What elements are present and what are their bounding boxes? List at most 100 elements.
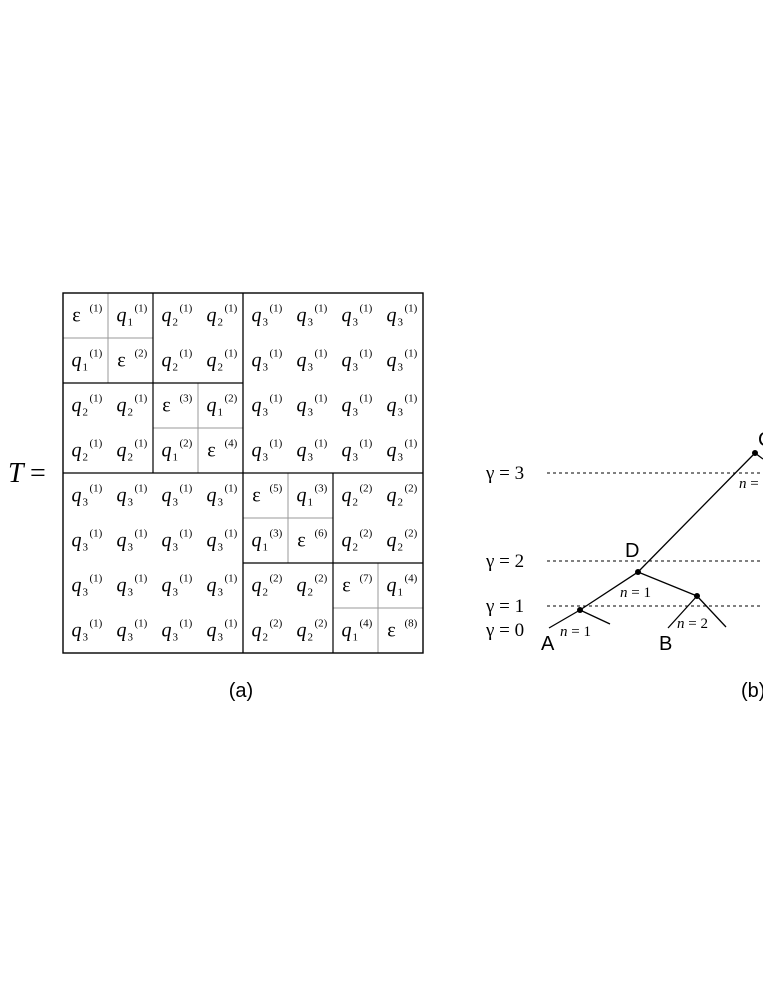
cell-symbol: q <box>117 305 127 327</box>
cell-superscript: (2) <box>270 618 283 630</box>
q-cell: q(1)3 <box>117 528 148 554</box>
q-cell: q(1)3 <box>387 348 418 374</box>
node-b-label: B <box>659 633 672 655</box>
cell-symbol: q <box>72 440 82 462</box>
cell-superscript: (2) <box>270 573 283 585</box>
cell-superscript: (1) <box>90 618 103 630</box>
cell-superscript: (1) <box>405 393 418 405</box>
cell-subscript: 3 <box>128 497 134 509</box>
q-cell: q (1)3 <box>387 393 418 419</box>
cell-symbol: q <box>297 395 307 417</box>
q-cell: q(2)2 <box>297 618 328 644</box>
caption-a: (a) <box>229 680 253 702</box>
cell-superscript: (1) <box>135 573 148 585</box>
cell-superscript: (1) <box>135 528 148 540</box>
cell-subscript: 2 <box>218 317 224 329</box>
cell-superscript: (6) <box>315 528 328 540</box>
q-cell: q(1)1 <box>72 348 103 374</box>
cell-superscript: (1) <box>90 483 103 495</box>
gamma-3-label: γ = 3 <box>485 463 524 484</box>
cell-subscript: 2 <box>263 632 269 644</box>
epsilon-cell: ε(6) <box>297 528 327 552</box>
cell-symbol: q <box>207 305 217 327</box>
cell-subscript: 3 <box>308 452 314 464</box>
cell-symbol: q <box>297 620 307 642</box>
cell-superscript: (1) <box>405 438 418 450</box>
cell-symbol: q <box>117 395 127 417</box>
q-cell: q(1)2 <box>162 303 193 329</box>
cell-subscript: 2 <box>398 542 404 554</box>
cell-superscript: (8) <box>405 618 418 630</box>
epsilon-cell: ε (8) <box>387 618 417 642</box>
cell-subscript: 1 <box>218 407 224 419</box>
cell-subscript: 3 <box>173 587 179 599</box>
epsilon-cell: ε(2) <box>117 348 147 372</box>
cell-symbol: q <box>342 305 352 327</box>
cell-superscript: (1) <box>360 348 373 360</box>
cell-subscript: 2 <box>353 542 359 554</box>
cell-superscript: (1) <box>270 393 283 405</box>
cell-symbol: q <box>207 395 217 417</box>
cell-superscript: (1) <box>180 348 193 360</box>
cell-symbol: q <box>252 350 262 372</box>
cell-subscript: 3 <box>218 497 224 509</box>
edge-c-d <box>637 452 756 573</box>
cell-symbol: q <box>342 530 352 552</box>
cell-symbol: q <box>387 395 397 417</box>
matrix-equals: = <box>30 458 46 489</box>
cell-superscript: (1) <box>360 393 373 405</box>
cell-symbol: q <box>387 350 397 372</box>
q-cell: q(1)3 <box>72 573 103 599</box>
cell-symbol: q <box>387 530 397 552</box>
cell-superscript: (1) <box>135 618 148 630</box>
cell-superscript: (2) <box>225 393 238 405</box>
cell-subscript: 2 <box>218 362 224 374</box>
cell-subscript: 3 <box>353 362 359 374</box>
cell-subscript: 3 <box>398 407 404 419</box>
cell-subscript: 3 <box>263 452 269 464</box>
edge-a-right-leaf <box>579 609 611 625</box>
q-cell: q(1)2 <box>117 393 148 419</box>
q-cell: q(1)3 <box>117 483 148 509</box>
cell-symbol: ε <box>342 575 350 597</box>
cell-symbol: ε <box>387 620 395 642</box>
q-cell: q(4)1 <box>342 618 373 644</box>
q-cell: q(1)3 <box>342 393 373 419</box>
cell-superscript: (1) <box>180 573 193 585</box>
q-cell: q(1)3 <box>207 573 238 599</box>
edge-d-a <box>579 571 639 611</box>
edge-a-n-value: = 1 <box>568 624 591 640</box>
q-cell: q(1)3 <box>162 483 193 509</box>
node-c <box>752 450 758 456</box>
q-cell: q(1)3 <box>252 438 283 464</box>
epsilon-cell: ε(1) <box>72 303 102 327</box>
cell-symbol: q <box>297 575 307 597</box>
edge-d-b <box>637 571 698 597</box>
cell-symbol: q <box>387 305 397 327</box>
q-cell: q(1)2 <box>207 348 238 374</box>
gamma-1-label: γ = 1 <box>485 596 524 617</box>
q-cell: q(1)2 <box>162 348 193 374</box>
cell-subscript: 3 <box>128 632 134 644</box>
q-cell: q(2)2 <box>387 528 418 554</box>
cell-superscript: (1) <box>135 438 148 450</box>
cell-subscript: 3 <box>218 632 224 644</box>
cell-superscript: (1) <box>315 348 328 360</box>
cell-subscript: 1 <box>353 632 359 644</box>
cell-superscript: (1) <box>180 303 193 315</box>
cell-superscript: (1) <box>360 303 373 315</box>
node-a <box>577 607 583 613</box>
cell-symbol: ε <box>252 485 260 507</box>
caption-b: (b) <box>741 680 763 702</box>
cell-subscript: 2 <box>128 452 134 464</box>
q-cell: q(1)3 <box>207 528 238 554</box>
cell-symbol: q <box>297 440 307 462</box>
cell-subscript: 3 <box>398 452 404 464</box>
cell-symbol: ε <box>72 305 80 327</box>
cell-superscript: (3) <box>270 528 283 540</box>
q-cell: q(1)2 <box>72 438 103 464</box>
cell-superscript: (2) <box>360 528 373 540</box>
